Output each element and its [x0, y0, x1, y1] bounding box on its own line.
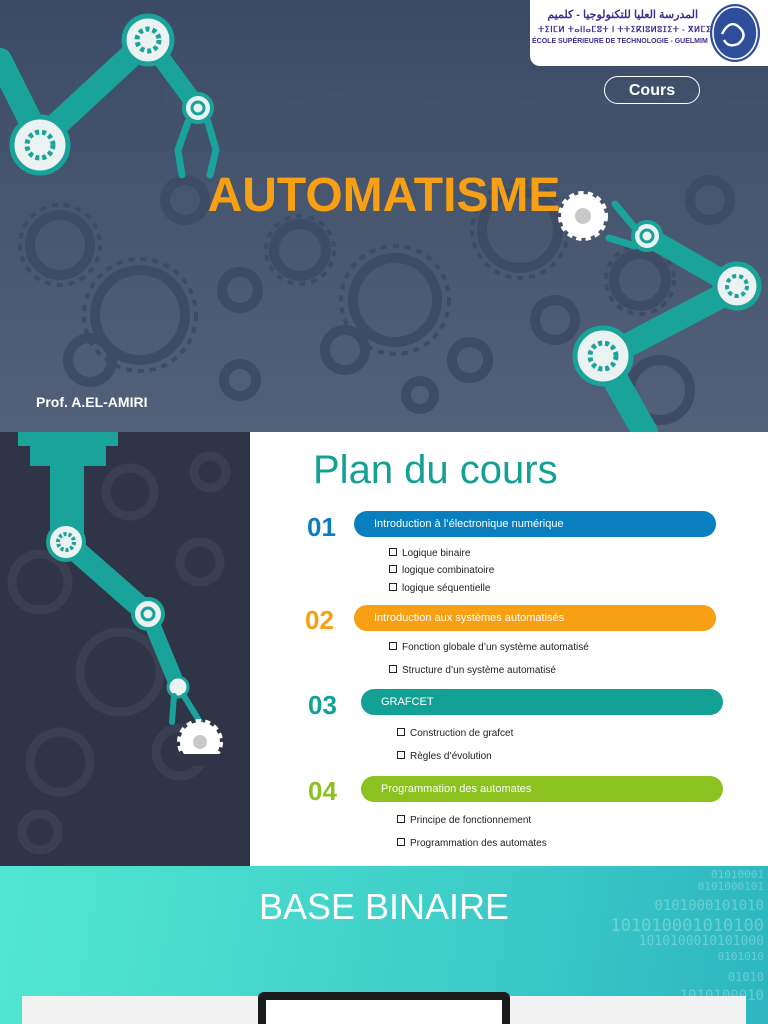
logo-arabic-text: المدرسة العليا للتكنولوجيا - كلميم	[547, 9, 698, 21]
section-item-label: Structure d’un système automatisé	[402, 665, 556, 676]
section-item: Programmation des automates	[397, 838, 547, 849]
section-item: Construction de grafcet	[397, 728, 513, 739]
section-pill[interactable]: Programmation des automates	[361, 776, 723, 802]
university-seal-icon	[710, 4, 760, 62]
binary-decoration: 1010100010101000	[638, 934, 764, 949]
robot-arm-panel	[0, 432, 250, 866]
checkbox-icon	[397, 815, 405, 824]
left-robot-arm	[0, 13, 220, 179]
checkbox-icon	[397, 838, 405, 847]
course-plan-slide: Plan du cours 01 Introduction à l’électr…	[0, 432, 768, 866]
section-item: logique combinatoire	[389, 565, 494, 576]
section-item: Fonction globale d’un système automatisé	[389, 642, 589, 653]
section-number: 02	[305, 605, 334, 635]
section-item: Structure d’un système automatisé	[389, 665, 556, 676]
monitor-screen	[266, 1000, 502, 1024]
vertical-robot-arm	[7, 432, 231, 855]
binary-decoration: 0101010	[717, 950, 764, 963]
section-item-label: logique combinatoire	[402, 565, 495, 576]
section-number: 01	[307, 512, 336, 542]
section-item: Logique binaire	[389, 548, 470, 559]
plan-title: Plan du cours	[313, 448, 558, 492]
school-logo: المدرسة العليا للتكنولوجيا - كلميم ⵜⵉⵏⵎⵍ…	[530, 0, 768, 66]
cours-button[interactable]: Cours	[604, 76, 700, 104]
section-item-label: logique séquentielle	[402, 583, 491, 594]
section-item-label: Principe de fonctionnement	[410, 815, 532, 826]
section-number: 03	[308, 690, 337, 720]
section-pill[interactable]: Introduction aux systèmes automatisés	[354, 605, 716, 631]
checkbox-icon	[389, 548, 397, 557]
section-item-label: Logique binaire	[402, 548, 471, 559]
section-number: 04	[308, 776, 337, 806]
section-pill[interactable]: GRAFCET	[361, 689, 723, 715]
logo-tifinagh-text: ⵜⵉⵏⵎⵍ ⵜⴰⵏⵏⴰⵎⵓⵜ ⵏ ⵜⵜⵉⴽⵏⵓⵍⵓⵊⵉⵜ - ⴳⵍⵎⵉⵎ	[538, 25, 717, 34]
binary-base-title: BASE BINAIRE	[258, 886, 510, 927]
checkbox-icon	[397, 728, 405, 737]
checkbox-icon	[389, 565, 397, 574]
section-item: logique séquentielle	[389, 583, 490, 594]
checkbox-icon	[397, 751, 405, 760]
section-item-label: Construction de grafcet	[410, 728, 514, 739]
author-name: Prof. A.EL-AMIRI	[36, 394, 148, 410]
section-item-label: Règles d’évolution	[410, 751, 492, 762]
logo-french-text: ÉCOLE SUPÉRIEURE DE TECHNOLOGIE - GUELMI…	[532, 38, 708, 45]
presentation-title: AUTOMATISME	[207, 169, 561, 222]
section-item-label: Programmation des automates	[410, 838, 547, 849]
checkbox-icon	[389, 665, 397, 674]
title-slide: AUTOMATISME المدرسة العليا للتكنولوجيا -…	[0, 0, 768, 432]
checkbox-icon	[389, 642, 397, 651]
binary-decoration: 0101000101010	[654, 898, 764, 914]
binary-decoration: 101010001010100	[610, 916, 764, 936]
section-item: Règles d’évolution	[397, 751, 492, 762]
right-robot-arm	[558, 191, 762, 432]
section-item: Principe de fonctionnement	[397, 815, 531, 826]
section-pill[interactable]: Introduction à l’électronique numérique	[354, 511, 716, 537]
checkbox-icon	[389, 583, 397, 592]
binary-decoration: 01010001	[711, 868, 764, 881]
section-item-label: Fonction globale d’un système automatisé	[402, 642, 589, 653]
binary-base-slide: 01010001 0101000101 0101000101010 101010…	[0, 866, 768, 1024]
binary-decoration: 0101000101	[697, 880, 764, 893]
gears-background	[0, 80, 768, 425]
binary-decoration: 01010	[727, 970, 764, 984]
